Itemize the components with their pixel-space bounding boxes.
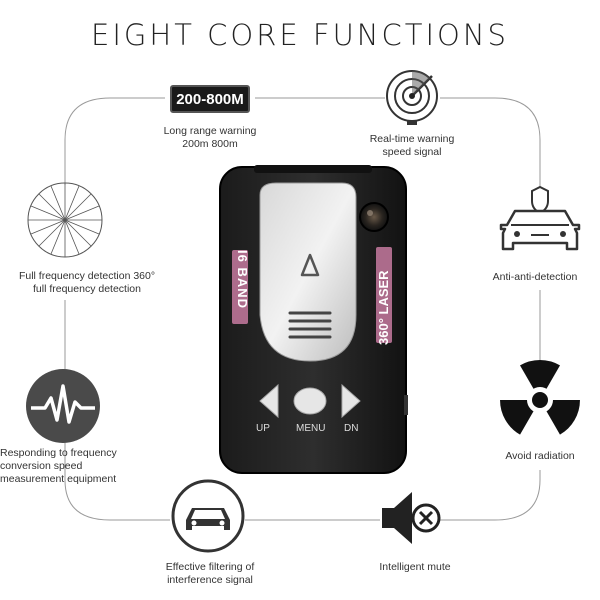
feature-avoid-radiation-label: Avoid radiation bbox=[505, 450, 575, 462]
radar-detector-device: I6 BAND 360° LASER UP MENU DN bbox=[218, 165, 408, 475]
feature-full-frequency-label: Full frequency detection 360° full frequ… bbox=[18, 270, 156, 295]
mute-speaker-icon bbox=[382, 492, 441, 544]
device-band-label: I6 BAND bbox=[235, 250, 250, 310]
device-dn-label: DN bbox=[344, 423, 359, 434]
device-laser-label: 360° LASER bbox=[376, 270, 391, 345]
range-badge-icon: 200-800M bbox=[170, 85, 250, 113]
device-menu-label: MENU bbox=[296, 423, 326, 434]
radar-icon bbox=[386, 70, 438, 125]
feature-anti-detection-label: Anti-anti-detection bbox=[492, 271, 578, 283]
car-circle-icon bbox=[171, 479, 245, 553]
pulse-icon bbox=[26, 369, 100, 443]
spoke-wheel-icon bbox=[27, 182, 103, 258]
feature-filtering-label: Effective filtering of interference sign… bbox=[165, 561, 255, 586]
feature-realtime-label: Real-time warning speed signal bbox=[369, 133, 455, 158]
feature-long-range-label: Long range warning 200m 800m bbox=[163, 125, 257, 150]
feature-responding-label: Responding to frequency conversion speed… bbox=[0, 447, 117, 485]
radiation-icon bbox=[500, 360, 580, 435]
car-shield-icon bbox=[499, 185, 581, 251]
device-up-label: UP bbox=[256, 423, 270, 434]
device-body bbox=[219, 165, 408, 474]
feature-mute-label: Intelligent mute bbox=[379, 561, 451, 573]
page-title: EIGHT CORE FUNCTIONS bbox=[91, 18, 509, 52]
